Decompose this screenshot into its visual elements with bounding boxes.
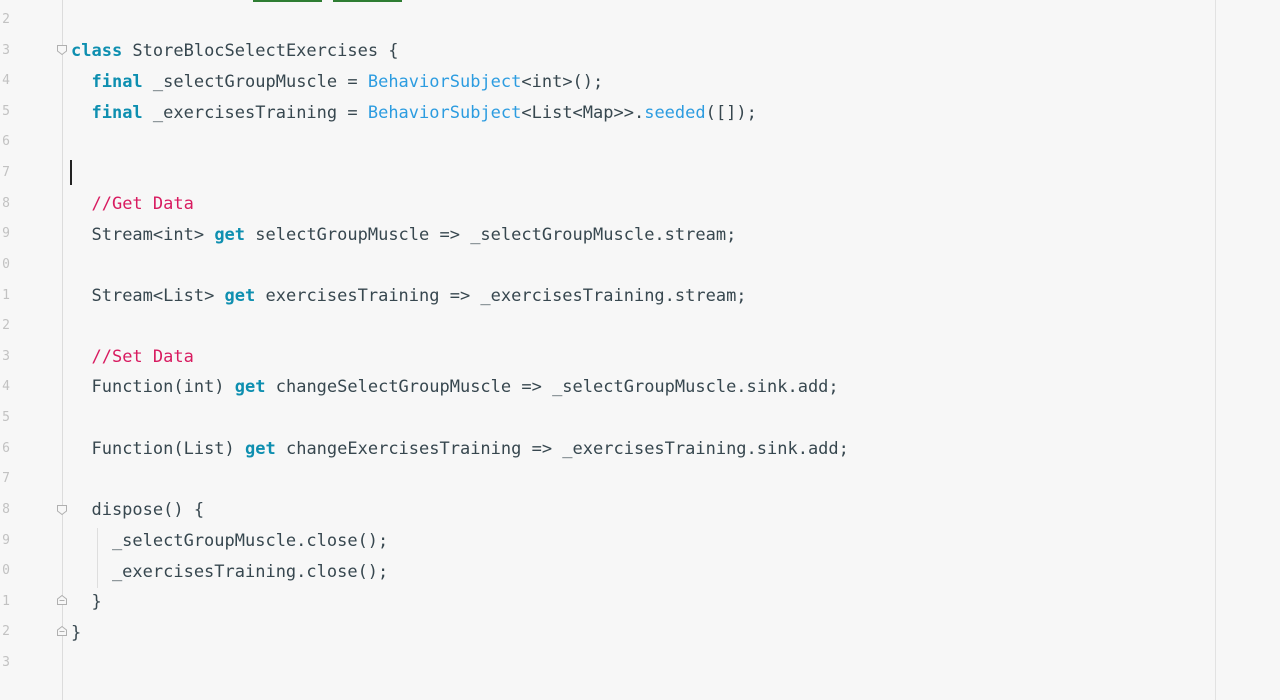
line-number: 9 [2, 226, 10, 241]
line-number: 3 [2, 655, 10, 670]
code-line: final _selectGroupMuscle = BehaviorSubje… [71, 72, 603, 92]
code-line: Function(List) get changeExercisesTraini… [71, 439, 849, 459]
code-text: _selectGroupMuscle = [142, 72, 368, 92]
code-line: _exercisesTraining.close(); [71, 562, 389, 582]
indent [71, 347, 91, 367]
line-number: 3 [2, 349, 10, 364]
indent [71, 286, 91, 306]
code-line: Function(int) get changeSelectGroupMuscl… [71, 377, 839, 397]
line-number: 2 [2, 12, 10, 27]
keyword: final [91, 72, 143, 92]
gutter-divider [62, 0, 63, 700]
line-number: 1 [2, 288, 10, 303]
code-line: Stream<List> get exercisesTraining => _e… [71, 286, 747, 306]
code-text: changeExercisesTraining => _exercisesTra… [275, 439, 849, 459]
type-name: BehaviorSubject [367, 103, 522, 123]
indent [71, 72, 91, 92]
keyword: final [91, 103, 143, 123]
code-line: dispose() { [71, 500, 205, 520]
code-line: } [71, 623, 82, 643]
keyword: get [224, 286, 256, 306]
code-line: Stream<int> get selectGroupMuscle => _se… [71, 225, 736, 245]
line-number: 2 [2, 624, 10, 639]
line-number: 6 [2, 441, 10, 456]
code-line: _selectGroupMuscle.close(); [71, 531, 389, 551]
indent [71, 377, 91, 397]
keyword: get [234, 377, 266, 397]
code-text: <int>(); [521, 72, 604, 92]
code-line: //Set Data [71, 347, 194, 367]
line-number: 2 [2, 318, 10, 333]
indent [71, 103, 91, 123]
line-number: 5 [2, 104, 10, 119]
keyword: class [71, 41, 123, 61]
line-number: 0 [2, 257, 10, 272]
line-number: 8 [2, 502, 10, 517]
comment: //Set Data [91, 347, 194, 367]
code-line: } [71, 592, 102, 612]
line-number: 7 [2, 471, 10, 486]
code-text: Function(int) [91, 377, 235, 397]
line-number: 8 [2, 196, 10, 211]
line-number: 6 [2, 134, 10, 149]
highlight-marker [333, 0, 402, 2]
code-text: StoreBlocSelectExercises { [122, 41, 399, 61]
code-text: exercisesTraining => _exercisesTraining.… [255, 286, 747, 306]
highlight-marker [253, 0, 322, 2]
code-text: Stream<List> [91, 286, 225, 306]
line-number: 0 [2, 563, 10, 578]
indent [71, 225, 91, 245]
method-name: seeded [644, 103, 706, 123]
type-name: BehaviorSubject [367, 72, 522, 92]
line-number: 3 [2, 43, 10, 58]
code-text: <List<Map>>. [521, 103, 645, 123]
line-number: 9 [2, 533, 10, 548]
comment: //Get Data [91, 194, 194, 214]
line-number: 5 [2, 410, 10, 425]
code-text: _exercisesTraining = [142, 103, 368, 123]
fold-close-icon[interactable] [56, 625, 68, 637]
code-text: ([]); [705, 103, 757, 123]
code-text: Function(List) [91, 439, 246, 459]
line-number: 4 [2, 379, 10, 394]
text-caret [70, 160, 72, 185]
keyword: get [245, 439, 276, 459]
code-text: changeSelectGroupMuscle => _selectGroupM… [265, 377, 839, 397]
fold-open-icon[interactable] [56, 504, 68, 516]
code-line: class StoreBlocSelectExercises { [71, 41, 399, 61]
indent [71, 194, 91, 214]
code-text: selectGroupMuscle => _selectGroupMuscle.… [245, 225, 737, 245]
fold-close-icon[interactable] [56, 594, 68, 606]
line-number: 4 [2, 73, 10, 88]
line-number: 7 [2, 165, 10, 180]
indent [71, 439, 91, 459]
code-text: Stream<int> [91, 225, 215, 245]
code-line: final _exercisesTraining = BehaviorSubje… [71, 103, 757, 123]
right-margin-guide [1215, 0, 1216, 700]
code-line: //Get Data [71, 194, 194, 214]
line-number: 1 [2, 594, 10, 609]
fold-open-icon[interactable] [56, 44, 68, 56]
keyword: get [214, 225, 246, 245]
indent-guide [97, 528, 98, 588]
